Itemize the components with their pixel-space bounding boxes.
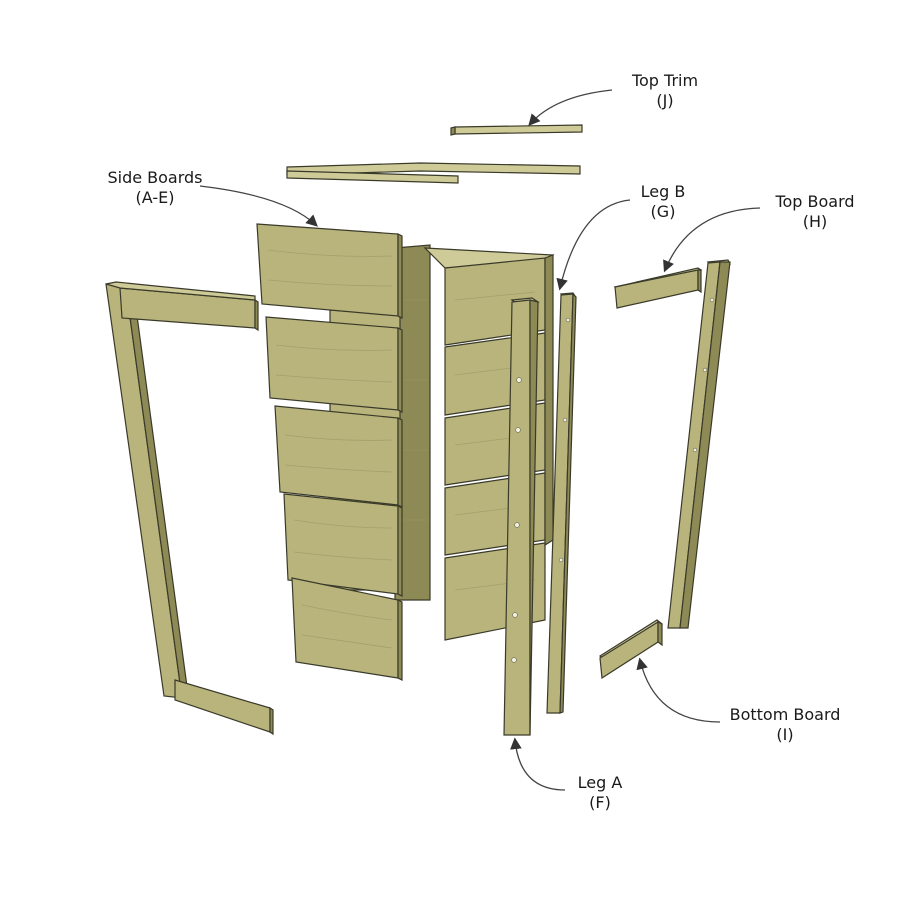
- leader-side-boards: [199, 185, 318, 227]
- leader-leg-a: [510, 737, 566, 791]
- leg-a-name: Leg A: [577, 773, 623, 792]
- leader-top-board: [663, 207, 761, 273]
- leader-top-trim: [528, 89, 613, 126]
- bottom-board-code: (I): [776, 725, 794, 744]
- leader-leg-b: [556, 199, 631, 291]
- label-top-board: Top Board (H): [760, 192, 870, 232]
- top-board-code: (H): [802, 212, 828, 231]
- label-side-boards: Side Boards (A-E): [80, 168, 230, 208]
- top-trim-piece: [450, 124, 583, 136]
- side-board-e: [291, 577, 403, 681]
- label-bottom-board: Bottom Board (I): [715, 705, 855, 745]
- top-board-name: Top Board: [775, 192, 855, 211]
- leg-b: [546, 292, 577, 714]
- leg-b-name: Leg B: [640, 182, 686, 201]
- leg-b-code: (G): [650, 202, 676, 221]
- bottom-board: [598, 619, 664, 680]
- right-leg-pair: [667, 259, 731, 629]
- side-boards-name: Side Boards: [107, 168, 203, 187]
- side-board-d: [283, 493, 403, 597]
- label-top-trim: Top Trim (J): [610, 71, 720, 111]
- top-board: [613, 267, 703, 309]
- top-trim-name: Top Trim: [631, 71, 699, 90]
- left-leg-frame: [105, 281, 274, 736]
- leg-a-code: (F): [589, 793, 611, 812]
- label-leg-a: Leg A (F): [565, 773, 635, 813]
- top-frame-pieces: [286, 162, 581, 184]
- top-trim-code: (J): [656, 91, 674, 110]
- bottom-board-name: Bottom Board: [729, 705, 841, 724]
- leg-a: [503, 297, 540, 736]
- side-board-a: [256, 223, 403, 319]
- leader-bottom-board: [636, 657, 721, 723]
- side-board-c: [274, 405, 403, 508]
- side-boards-code: (A-E): [135, 188, 175, 207]
- side-board-b: [265, 316, 403, 413]
- label-leg-b: Leg B (G): [628, 182, 698, 222]
